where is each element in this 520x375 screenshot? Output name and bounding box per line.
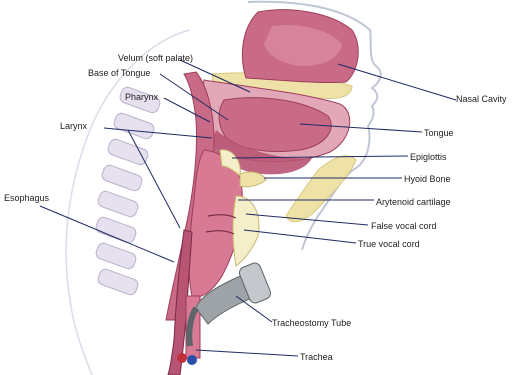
label-hyoid-bone: Hyoid Bone	[404, 174, 451, 185]
label-true-vocal-cord: True vocal cord	[358, 239, 420, 250]
cervical-spine	[94, 86, 161, 297]
label-trachea: Trachea	[300, 352, 333, 363]
label-nasal-cavity: Nasal Cavity	[456, 94, 507, 105]
leader-trachea	[196, 350, 298, 356]
label-base-of-tongue: Base of Tongue	[88, 68, 150, 79]
label-false-vocal-cord: False vocal cord	[371, 221, 437, 232]
leader-larynx	[104, 128, 212, 138]
hyoid-shape	[240, 172, 266, 187]
trachea-vessel-blue	[187, 355, 197, 365]
label-tongue: Tongue	[424, 128, 454, 139]
label-esophagus: Esophagus	[4, 193, 49, 204]
label-arytenoid-cartilage: Arytenoid cartilage	[376, 197, 451, 208]
label-epiglottis: Epiglottis	[410, 152, 447, 163]
label-velum: Velum (soft palate)	[118, 53, 193, 64]
label-pharynx: Pharynx	[125, 92, 158, 103]
leader-nasal-cavity	[338, 64, 456, 100]
leader-true-vocal-cord	[244, 230, 356, 243]
trachea-vessel-red	[177, 353, 187, 363]
label-larynx: Larynx	[60, 121, 87, 132]
label-tracheostomy-tube: Tracheostomy Tube	[272, 318, 351, 329]
